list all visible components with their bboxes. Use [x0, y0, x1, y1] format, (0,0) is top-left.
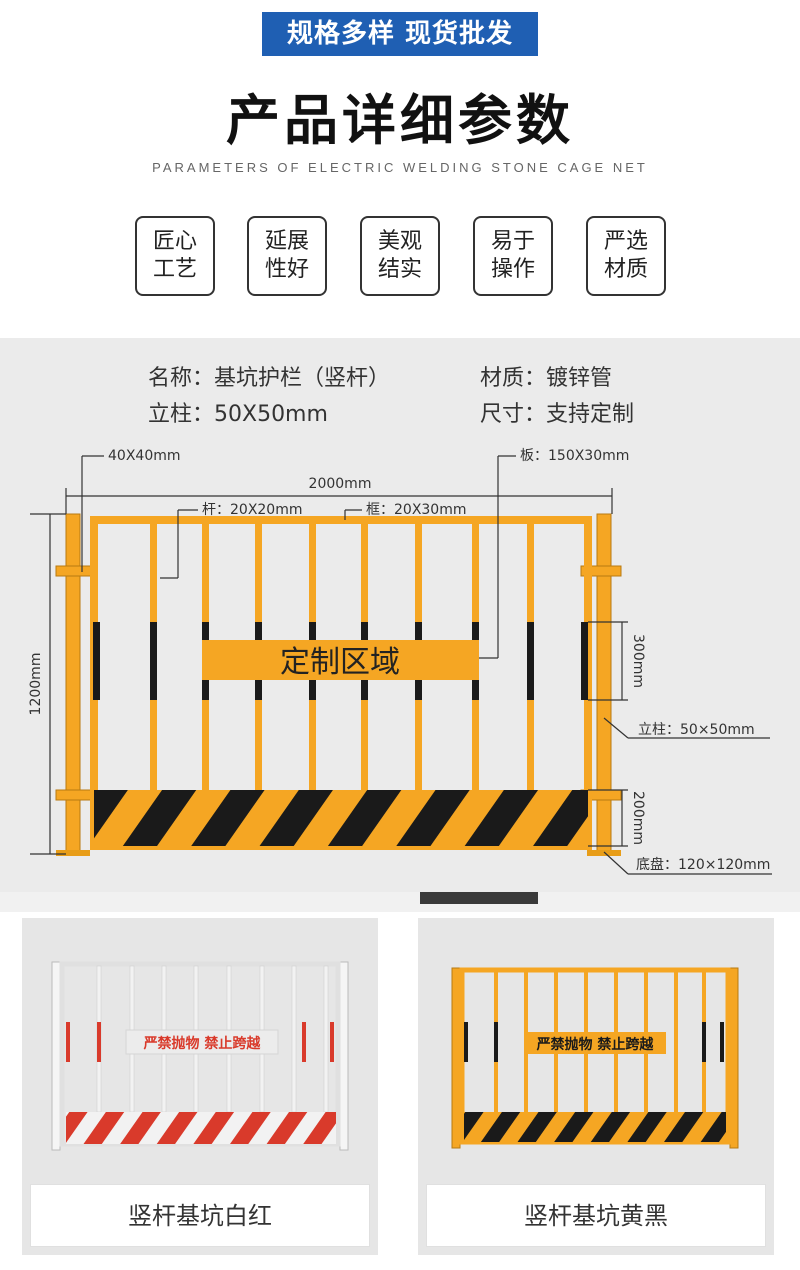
- right-top-bracket: [580, 565, 622, 577]
- dim-width-label: 2000mm: [309, 476, 372, 492]
- feature-badge-ductility: 延展 性好: [247, 216, 327, 296]
- feature-line: 操作: [490, 257, 535, 282]
- feature-badge-material: 严选 材质: [586, 216, 666, 296]
- fence-image-yellow-black: 严禁抛物 禁止跨越: [451, 967, 739, 1149]
- custom-area-text: 定制区域: [280, 645, 400, 680]
- card-sign-text: 严禁抛物 禁止跨越: [536, 1036, 655, 1053]
- rod-band: [527, 622, 534, 700]
- promo-banner: 规格多样 现货批发: [262, 12, 538, 56]
- section-divider: [0, 892, 800, 912]
- card-right-post: [729, 967, 739, 1149]
- page-subtitle: PARAMETERS OF ELECTRIC WELDING STONE CAG…: [152, 160, 648, 175]
- left-base-plate: [56, 850, 90, 856]
- product-label-yellow-black[interactable]: 竖杆基坑黄黑: [426, 1184, 766, 1247]
- fence-image-white-red: 严禁抛物 禁止跨越: [51, 961, 349, 1151]
- fence-diagram: 定制区域 40X40mm 板：150X30mm 2000mm: [28, 448, 772, 875]
- rod-band: [93, 622, 100, 700]
- dim-rod-label: 杆：20X20mm: [202, 502, 303, 518]
- product-card-white-red[interactable]: 严禁抛物 禁止跨越 竖杆基坑白红: [22, 918, 378, 1255]
- card-left-post: [51, 961, 61, 1151]
- feature-badge-craft: 匠心 工艺: [135, 216, 215, 296]
- right-post: [596, 513, 612, 855]
- feature-line: 延展: [264, 229, 309, 254]
- spec-name: 名称：基坑护栏（竖杆）: [148, 366, 391, 391]
- card-stripe-panel: [464, 1112, 726, 1142]
- divider-dark-bar: [420, 892, 538, 904]
- dim-frame-label: 框：20X30mm: [366, 502, 467, 518]
- dim-bracket-label: 40X40mm: [108, 448, 181, 464]
- dim-base-label: 底盘：120×120mm: [636, 856, 770, 873]
- feature-line: 易于: [490, 229, 535, 254]
- feature-line: 严选: [603, 229, 648, 254]
- card-right-post: [339, 961, 349, 1151]
- card-left-post: [451, 967, 461, 1149]
- feature-line: 结实: [377, 257, 422, 282]
- feature-line: 性好: [264, 257, 309, 282]
- custom-area-plate: [202, 640, 479, 680]
- dimension-lines: [30, 455, 772, 875]
- card-sign-plate: [125, 1029, 279, 1055]
- dim-post-label: 立柱：50×50mm: [638, 722, 755, 738]
- dim-height-label: 1200mm: [28, 653, 44, 716]
- feature-badge-easy: 易于 操作: [473, 216, 553, 296]
- hazard-stripe-panel: [94, 790, 588, 846]
- rod-band: [581, 622, 588, 700]
- rod-band: [150, 622, 157, 700]
- product-label-white-red[interactable]: 竖杆基坑白红: [30, 1184, 370, 1247]
- feature-line: 工艺: [152, 257, 197, 282]
- right-base-plate: [587, 850, 621, 856]
- feature-line: 材质: [603, 257, 648, 282]
- dim-plate-label: 板：150X30mm: [520, 448, 629, 464]
- spec-size: 尺寸：支持定制: [480, 402, 635, 427]
- card-stripe-panel: [66, 1112, 336, 1144]
- spec-post: 立柱：50X50mm: [148, 402, 328, 427]
- product-card-yellow-black[interactable]: 严禁抛物 禁止跨越 竖杆基坑黄黑: [418, 918, 774, 1255]
- card-sign-text: 严禁抛物 禁止跨越: [143, 1035, 262, 1052]
- dim-band-label: 300mm: [630, 634, 646, 688]
- spec-material: 材质：镀锌管: [480, 366, 613, 391]
- feature-badge-durable: 美观 结实: [360, 216, 440, 296]
- page-title: 产品详细参数: [226, 89, 574, 152]
- card-sign-plate: [524, 1032, 666, 1054]
- feature-line: 美观: [377, 229, 422, 254]
- dim-bottom-label: 200mm: [630, 791, 646, 845]
- left-post: [65, 513, 81, 855]
- feature-line: 匠心: [152, 229, 197, 254]
